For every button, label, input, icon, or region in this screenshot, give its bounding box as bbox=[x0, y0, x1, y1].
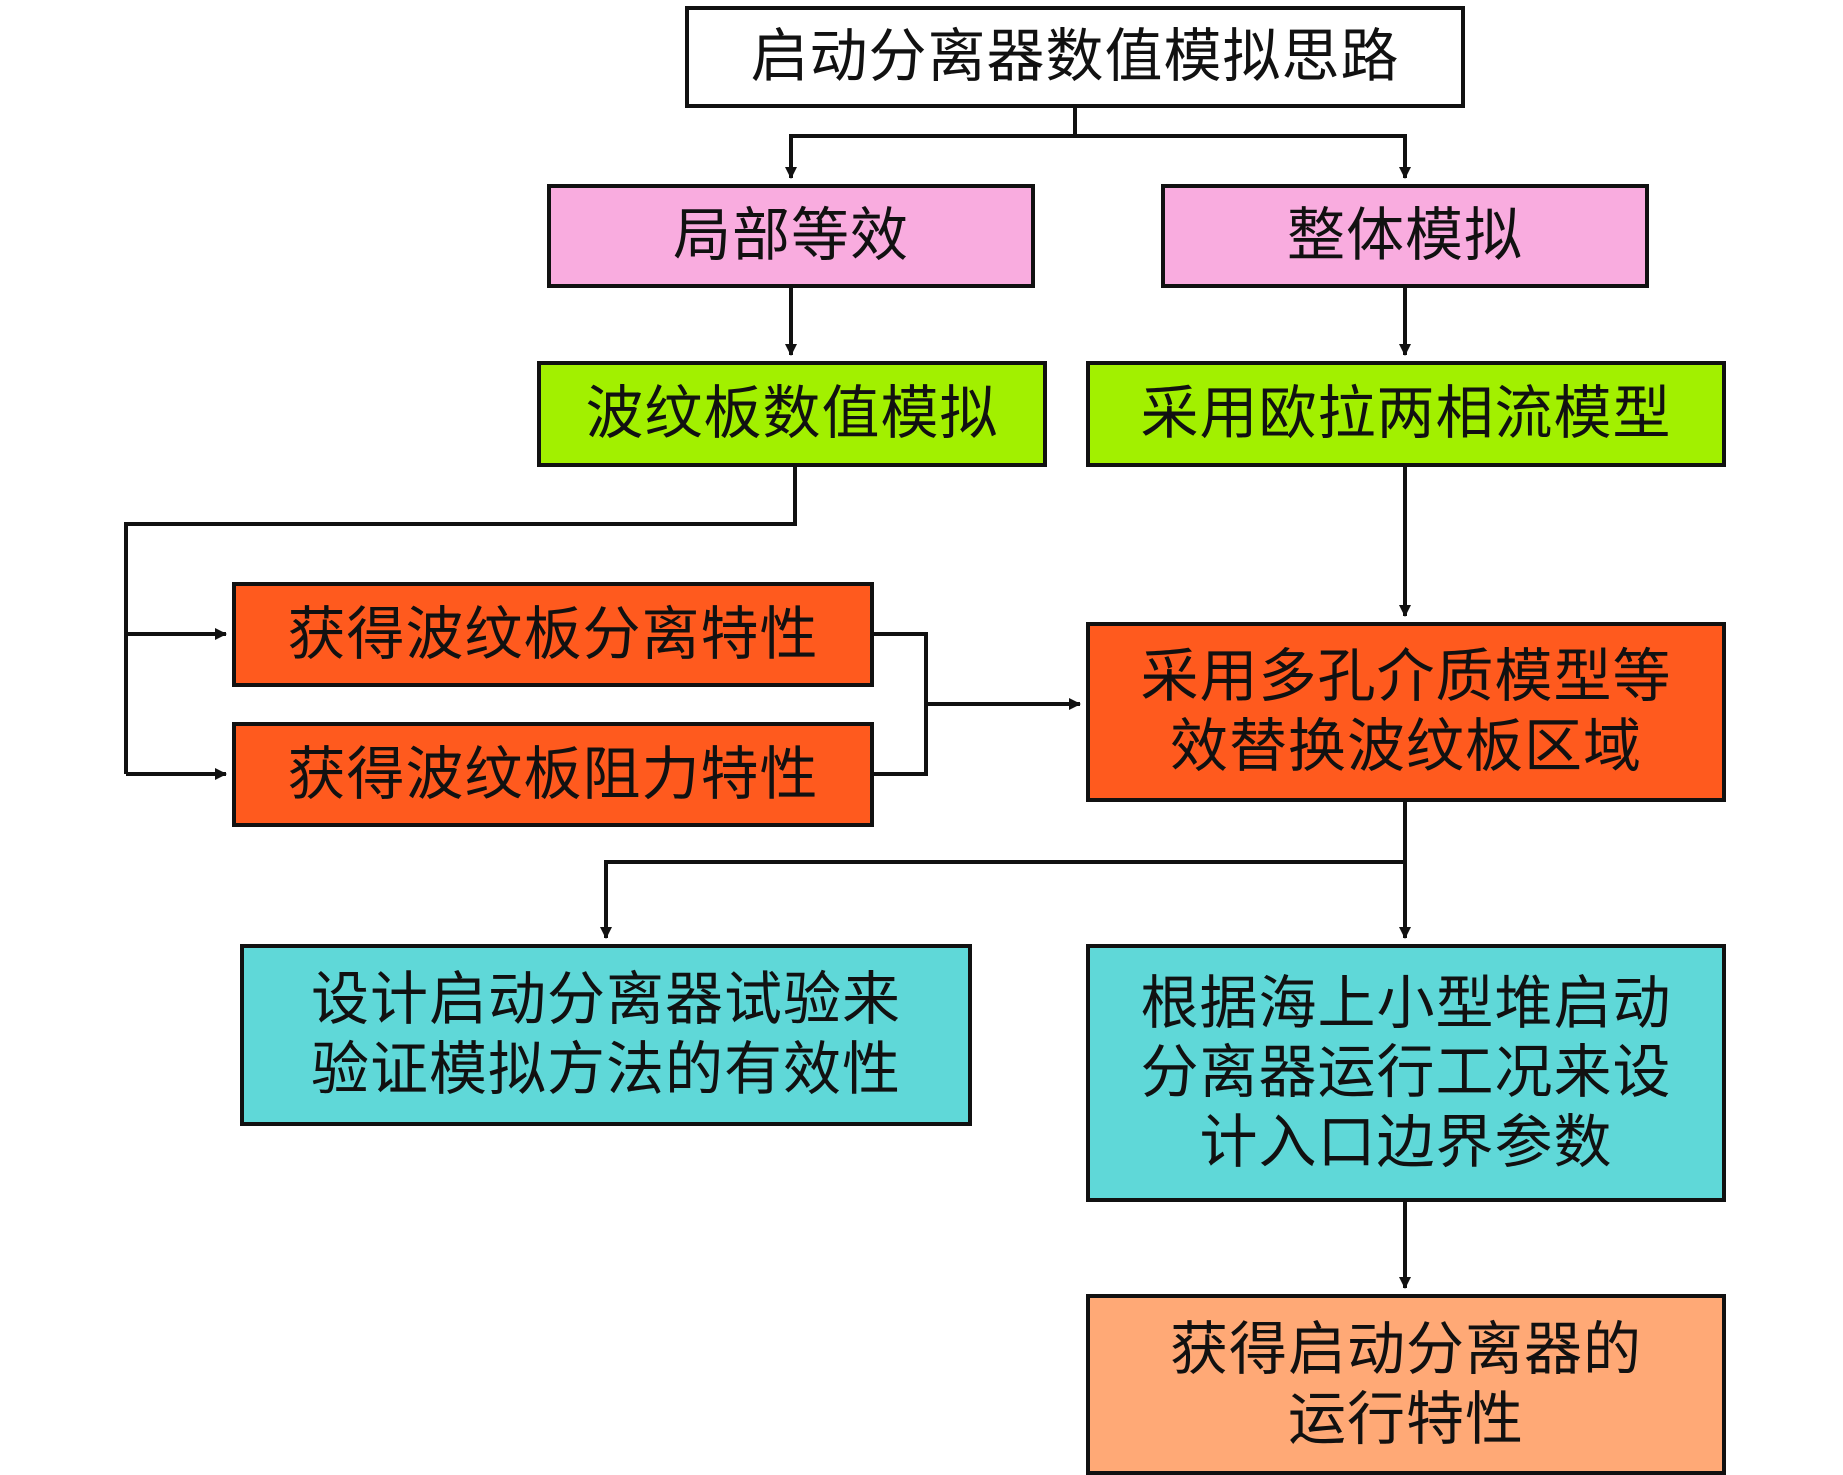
root-split-line bbox=[785, 108, 1077, 179]
porous-replacement-node: 采用多孔介质模型等 效替换波纹板区域 bbox=[1086, 622, 1726, 802]
corrugated-simulation-node: 波纹板数值模拟 bbox=[537, 361, 1047, 467]
root-to-whole-line bbox=[1075, 134, 1411, 179]
local-equivalent-node: 局部等效 bbox=[547, 184, 1035, 288]
porous-split-line bbox=[600, 802, 1407, 939]
corrugated-left-loop-line bbox=[124, 467, 797, 774]
resistance-characteristic-node: 获得波纹板阻力特性 bbox=[232, 722, 874, 827]
separation-merge-line bbox=[874, 632, 928, 776]
separation-characteristic-node: 获得波纹板分离特性 bbox=[232, 582, 874, 687]
validation-experiment-node: 设计启动分离器试验来 验证模拟方法的有效性 bbox=[240, 944, 972, 1126]
root-node: 启动分离器数值模拟思路 bbox=[685, 6, 1465, 108]
whole-simulation-node: 整体模拟 bbox=[1161, 184, 1649, 288]
inlet-boundary-node: 根据海上小型堆启动 分离器运行工况来设 计入口边界参数 bbox=[1086, 944, 1726, 1202]
euler-model-node: 采用欧拉两相流模型 bbox=[1086, 361, 1726, 467]
operating-characteristic-node: 获得启动分离器的 运行特性 bbox=[1086, 1294, 1726, 1475]
